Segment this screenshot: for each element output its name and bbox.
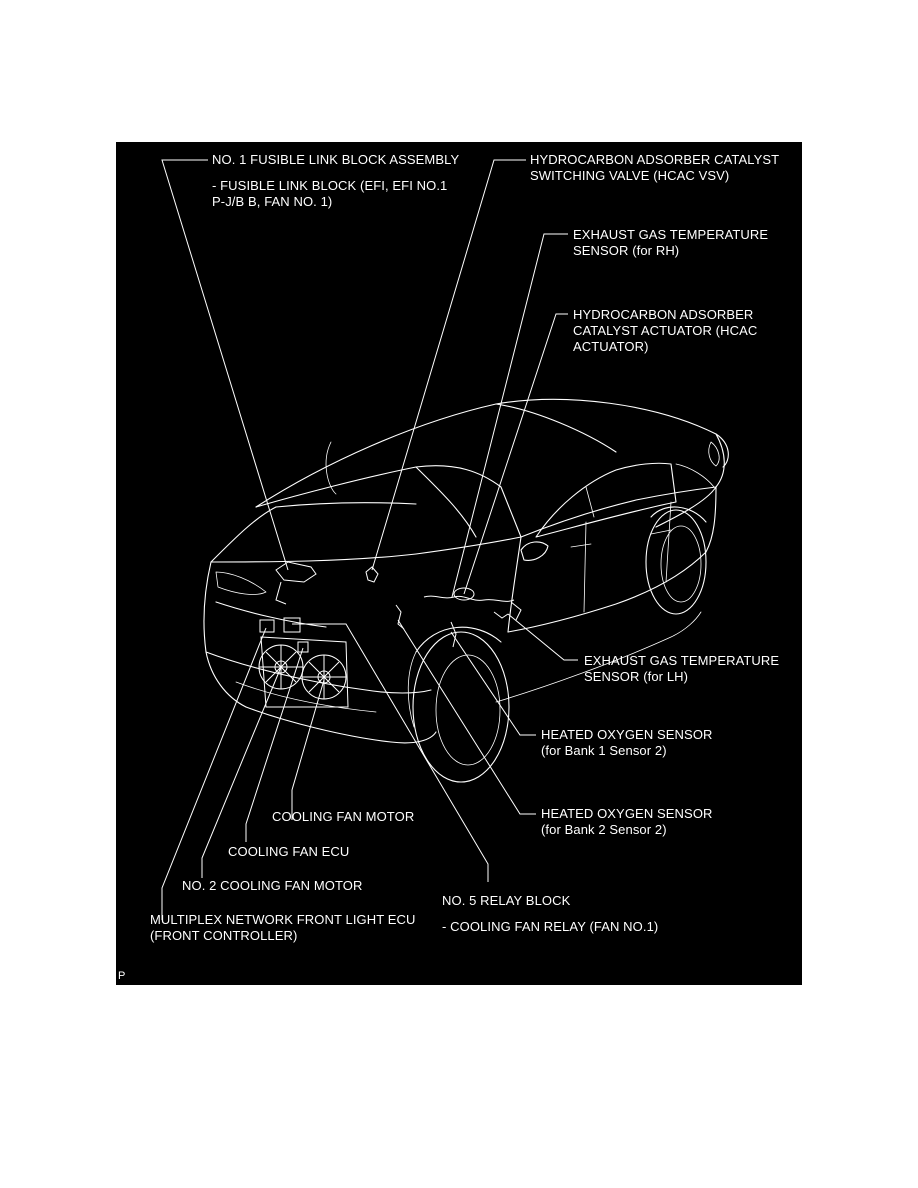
hcac-actuator-shape <box>453 587 475 601</box>
leader-no2-cooling-fan <box>201 666 282 878</box>
corner-mark: P <box>118 970 125 983</box>
leader-multiplex-ecu <box>161 627 267 920</box>
label-hcac-vsv-line2: SWITCHING VALVE (HCAC VSV) <box>530 168 730 183</box>
label-no2-cooling-fan-motor: NO. 2 COOLING FAN MOTOR <box>182 878 362 894</box>
leader-exhaust-rh <box>451 233 568 598</box>
label-o2-bank2-line1: HEATED OXYGEN SENSOR <box>541 806 713 821</box>
label-fusible-link: NO. 1 FUSIBLE LINK BLOCK ASSEMBLY - FUSI… <box>212 152 459 210</box>
label-o2-bank1-line2: (for Bank 1 Sensor 2) <box>541 743 667 758</box>
label-cooling-fan-motor-text: COOLING FAN MOTOR <box>272 809 415 824</box>
label-relay-block-sub: - COOLING FAN RELAY (FAN NO.1) <box>442 919 659 934</box>
leader-hcac-vsv <box>371 159 526 571</box>
radiator-shroud <box>260 636 349 708</box>
exhaust-harness <box>423 595 515 602</box>
label-relay-block-title: NO. 5 RELAY BLOCK <box>442 893 571 908</box>
fusible-link-block-shape <box>275 561 317 583</box>
leader-lines <box>161 159 578 920</box>
diagram-panel: NO. 1 FUSIBLE LINK BLOCK ASSEMBLY - FUSI… <box>116 142 802 985</box>
label-fusible-link-sub2: P-J/B B, FAN NO. 1) <box>212 194 333 209</box>
label-hcac-actuator-line1: HYDROCARBON ADSORBER <box>573 307 754 322</box>
label-hcac-actuator-line2: CATALYST ACTUATOR (HCAC <box>573 323 758 338</box>
leader-o2-bank1 <box>450 631 536 736</box>
fusible-link-wire <box>275 581 287 605</box>
label-no2-cooling-fan-motor-text: NO. 2 COOLING FAN MOTOR <box>182 878 363 893</box>
engine-components <box>258 561 522 708</box>
car-body-illustration <box>203 398 729 783</box>
leader-cooling-fan-motor <box>291 679 325 820</box>
label-cooling-fan-motor: COOLING FAN MOTOR <box>272 809 414 825</box>
o2-sensor-bank2-shape <box>395 604 405 630</box>
label-exhaust-rh-line1: EXHAUST GAS TEMPERATURE <box>573 227 769 242</box>
corner-mark-text: P <box>118 970 126 982</box>
label-exhaust-lh-line1: EXHAUST GAS TEMPERATURE <box>584 653 780 668</box>
o2-sensor-bank1-shape <box>450 621 457 648</box>
label-multiplex-ecu: MULTIPLEX NETWORK FRONT LIGHT ECU (FRONT… <box>150 912 416 944</box>
label-o2-bank2: HEATED OXYGEN SENSOR (for Bank 2 Sensor … <box>541 806 713 838</box>
label-multiplex-ecu-line2: (FRONT CONTROLLER) <box>150 928 298 943</box>
label-cooling-fan-ecu-text: COOLING FAN ECU <box>228 844 350 859</box>
label-exhaust-rh: EXHAUST GAS TEMPERATURE SENSOR (for RH) <box>573 227 768 259</box>
label-multiplex-ecu-line1: MULTIPLEX NETWORK FRONT LIGHT ECU <box>150 912 416 927</box>
exhaust-lh-shape <box>493 611 509 619</box>
label-o2-bank2-line2: (for Bank 2 Sensor 2) <box>541 822 667 837</box>
hcac-vsv-shape <box>365 566 379 583</box>
label-exhaust-lh: EXHAUST GAS TEMPERATURE SENSOR (for LH) <box>584 653 779 685</box>
cooling-fan-ecu-shape <box>297 641 309 653</box>
label-relay-block: NO. 5 RELAY BLOCK - COOLING FAN RELAY (F… <box>442 893 658 935</box>
label-hcac-actuator: HYDROCARBON ADSORBER CATALYST ACTUATOR (… <box>573 307 757 355</box>
leader-hcac-actuator <box>463 313 568 595</box>
label-o2-bank1: HEATED OXYGEN SENSOR (for Bank 1 Sensor … <box>541 727 713 759</box>
label-hcac-vsv-line1: HYDROCARBON ADSORBER CATALYST <box>530 152 780 167</box>
label-o2-bank1-line1: HEATED OXYGEN SENSOR <box>541 727 713 742</box>
label-hcac-actuator-line3: ACTUATOR) <box>573 339 649 354</box>
front-controller-shape <box>259 619 275 633</box>
label-fusible-link-sub1: - FUSIBLE LINK BLOCK (EFI, EFI NO.1 <box>212 178 448 193</box>
label-cooling-fan-ecu: COOLING FAN ECU <box>228 844 349 860</box>
leader-o2-bank2 <box>397 619 536 815</box>
relay-block-shape <box>283 617 301 633</box>
car-component-diagram <box>161 159 729 920</box>
leader-cooling-fan-ecu <box>245 647 304 842</box>
leader-fusible-link <box>161 159 289 571</box>
leader-exhaust-lh <box>507 613 578 661</box>
label-fusible-link-title: NO. 1 FUSIBLE LINK BLOCK ASSEMBLY <box>212 152 460 167</box>
label-exhaust-lh-line2: SENSOR (for LH) <box>584 669 689 684</box>
leader-relay-block <box>292 623 489 882</box>
label-exhaust-rh-line2: SENSOR (for RH) <box>573 243 680 258</box>
label-hcac-vsv: HYDROCARBON ADSORBER CATALYST SWITCHING … <box>530 152 779 184</box>
